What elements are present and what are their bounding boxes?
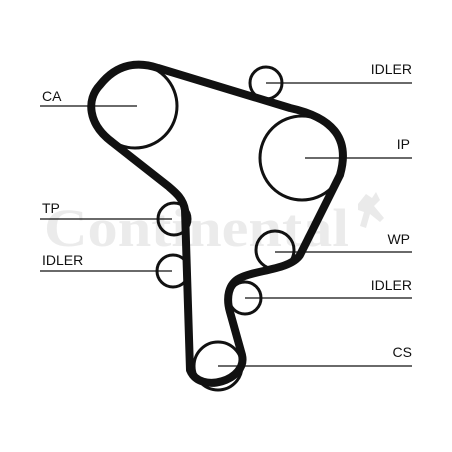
brand-watermark: Continental [44,192,384,258]
label-wp: WP [387,231,410,247]
label-idler-left: IDLER [42,252,83,268]
water-pump-pulley [254,229,296,271]
label-ca: CA [42,88,62,104]
brand-watermark-text: Continental [44,198,349,258]
label-idler-right: IDLER [371,277,412,293]
label-tp: TP [42,200,60,216]
label-idler-top: IDLER [371,61,412,77]
label-cs: CS [393,344,412,360]
label-ip: IP [397,136,410,152]
horse-logo-icon [358,192,384,228]
